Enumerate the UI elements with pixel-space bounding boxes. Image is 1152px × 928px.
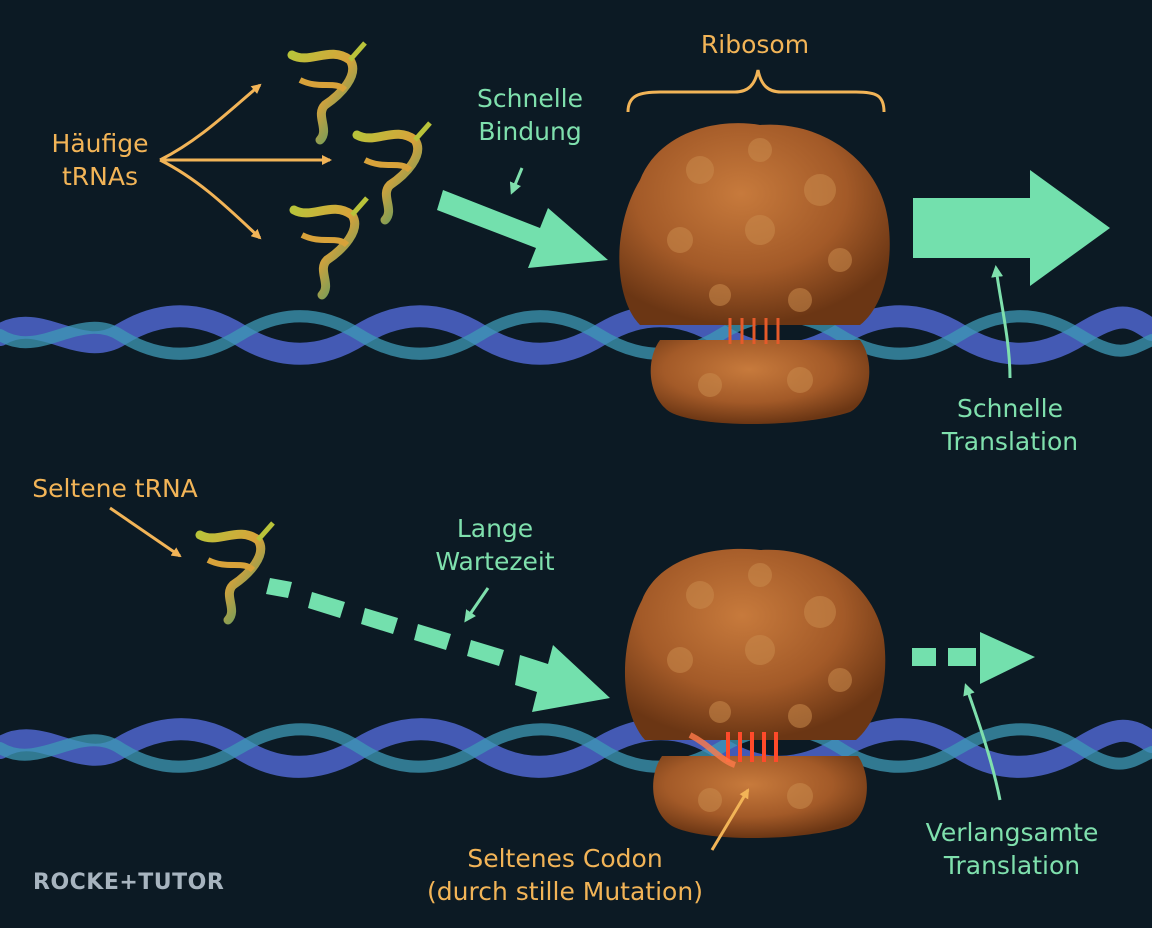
fast-binding-arrow — [437, 190, 608, 268]
label-seltenes-codon: Seltenes Codon (durch stille Mutation) — [427, 844, 703, 906]
label-ribosom: Ribosom — [700, 30, 810, 59]
label-schnelle-translation: Schnelle Translation — [941, 394, 1079, 456]
label-haeufige-trnas: Häufige tRNAs — [51, 129, 149, 191]
label-verlangsamte-translation: Verlangsamte Translation — [925, 818, 1099, 880]
trna-common-1 — [287, 41, 367, 145]
fast-translation-arrow — [913, 170, 1110, 286]
trna-common-3 — [289, 196, 369, 300]
slow-binding-dashed-arrow — [266, 578, 610, 712]
ribosome-top — [619, 123, 890, 424]
haeufige-trnas-arrows — [159, 83, 332, 240]
green-pointers — [464, 167, 1012, 801]
brand-logo: ROCKE+TUTOR — [33, 870, 225, 895]
ribosom-bracket — [626, 69, 886, 113]
slow-translation-dashed-arrow — [912, 632, 1035, 684]
label-lange-wartezeit: Lange Wartezeit — [435, 514, 555, 576]
trna-common-2 — [352, 121, 432, 225]
seltenes-codon-pointer — [710, 788, 750, 851]
mrna-strand-bottom — [0, 718, 1152, 778]
trna-rare — [195, 521, 275, 625]
ribosome-bottom — [624, 548, 886, 838]
label-schnelle-bindung: Schnelle Bindung — [477, 84, 583, 146]
label-seltene-trna: Seltene tRNA — [32, 474, 198, 503]
seltene-trna-pointer — [109, 506, 182, 558]
mrna-strand-top — [0, 305, 1152, 365]
